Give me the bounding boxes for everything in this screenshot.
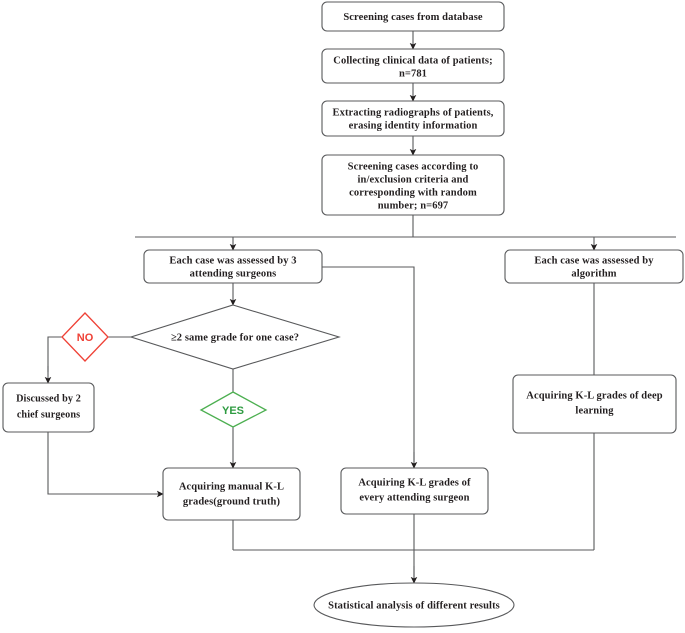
node-screening-from-database[interactable]: Screening cases from database xyxy=(321,1,505,32)
node-box xyxy=(321,100,505,137)
node-discussed-line2: chief surgeons xyxy=(17,409,80,420)
connector-no-to-discussed xyxy=(47,336,62,372)
node-box xyxy=(504,249,684,284)
node-every-surgeon-line2: every attending surgeon xyxy=(359,492,469,503)
node-screening-criteria-line4: number; n=697 xyxy=(378,200,449,211)
node-box xyxy=(321,1,505,32)
node-decision-label: ≥2 same grade for one case? xyxy=(171,332,299,343)
node-assessed-surgeons-line1: Each case was assessed by 3 xyxy=(169,255,296,266)
node-assessed-by-surgeons[interactable]: Each case was assessed by 3 attending su… xyxy=(143,249,323,284)
connector-discussed-to-manual xyxy=(47,432,155,495)
node-decision-same-grade[interactable]: ≥2 same grade for one case? xyxy=(129,304,341,370)
connector-surgeons-to-every-surgeon xyxy=(322,266,415,462)
node-assessed-algorithm-line1: Each case was assessed by xyxy=(534,255,654,266)
node-box xyxy=(340,467,489,515)
node-box xyxy=(162,467,301,521)
decision-diamond xyxy=(129,304,341,370)
node-assessed-by-algorithm[interactable]: Each case was assessed by algorithm xyxy=(504,249,684,284)
yes-diamond xyxy=(199,391,268,428)
node-screening-criteria-line3: corresponding with random xyxy=(349,187,477,198)
connector-bottom-merge-bus xyxy=(232,433,595,578)
node-box xyxy=(512,374,677,434)
node-assessed-surgeons-line2: attending surgeons xyxy=(190,268,277,279)
badge-yes[interactable]: YES xyxy=(199,391,268,428)
node-manual-grades-line1: Acquiring manual K-L xyxy=(179,481,284,492)
node-every-surgeon-grades[interactable]: Acquiring K-L grades of every attending … xyxy=(340,467,489,515)
node-extracting-line1: Extracting radiographs of patients, xyxy=(333,107,494,118)
badge-no-label: NO xyxy=(77,332,94,344)
node-manual-grades[interactable]: Acquiring manual K-L grades(ground truth… xyxy=(162,467,301,521)
node-collecting-line1: Collecting clinical data of patients; xyxy=(333,55,492,66)
terminator-ellipse xyxy=(313,582,515,628)
connectors xyxy=(44,31,676,584)
node-deep-learning-line2: learning xyxy=(575,405,614,416)
badge-no[interactable]: NO xyxy=(61,312,109,362)
node-extracting-line2: erasing identity information xyxy=(349,120,478,131)
node-collecting-clinical-data[interactable]: Collecting clinical data of patients; n=… xyxy=(321,48,505,84)
node-box xyxy=(2,382,95,433)
node-screening-criteria-line1: Screening cases according to xyxy=(348,161,479,172)
node-screening-criteria-line2: in/exclusion criteria and xyxy=(358,174,469,185)
connector-split-bus xyxy=(135,215,676,238)
node-discussed-line1: Discussed by 2 xyxy=(16,393,81,404)
node-statistical-analysis[interactable]: Statistical analysis of different result… xyxy=(313,582,515,628)
badge-yes-label: YES xyxy=(222,405,244,417)
node-box xyxy=(321,48,505,84)
node-statistical-label: Statistical analysis of different result… xyxy=(328,600,500,611)
node-every-surgeon-line1: Acquiring K-L grades of xyxy=(358,477,471,488)
node-discussed-by-chief-surgeons[interactable]: Discussed by 2 chief surgeons xyxy=(2,382,95,433)
node-box xyxy=(143,249,323,284)
node-screening-from-database-label: Screening cases from database xyxy=(343,12,483,23)
node-collecting-line2: n=781 xyxy=(399,68,427,79)
node-manual-grades-line2: grades(ground truth) xyxy=(183,496,281,507)
node-extracting-radiographs[interactable]: Extracting radiographs of patients, eras… xyxy=(321,100,505,137)
node-box xyxy=(321,154,505,216)
node-deep-learning-line1: Acquiring K-L grades of deep xyxy=(526,390,662,401)
no-diamond xyxy=(61,312,109,362)
node-assessed-algorithm-line2: algorithm xyxy=(571,268,616,279)
node-deep-learning-grades[interactable]: Acquiring K-L grades of deep learning xyxy=(512,374,677,434)
node-screening-criteria[interactable]: Screening cases according to in/exclusio… xyxy=(321,154,505,216)
